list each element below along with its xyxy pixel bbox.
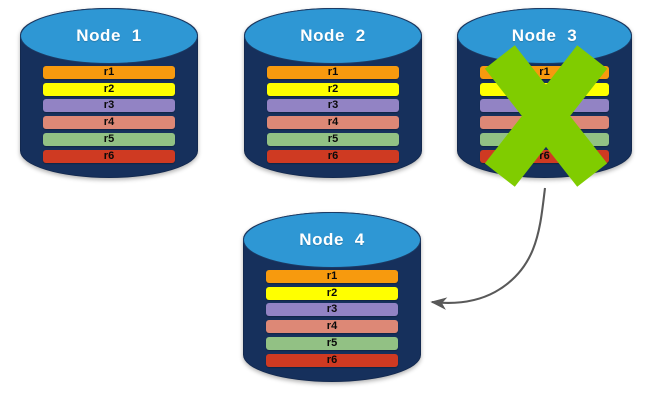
row-r5[interactable]: r5: [266, 336, 398, 350]
row-r3[interactable]: r3: [266, 303, 398, 317]
node-4[interactable]: Node 4 r1 r2 r3 r4 r5 r6: [243, 212, 421, 382]
row-r6[interactable]: r6: [479, 149, 610, 163]
node-2[interactable]: Node 2 r1 r2 r3 r4 r5 r6: [244, 8, 422, 178]
row-r4[interactable]: r4: [266, 320, 398, 334]
row-r6[interactable]: r6: [266, 353, 398, 367]
node-2-cylinder-top: [244, 8, 422, 65]
row-r6[interactable]: r6: [267, 149, 399, 163]
node-3[interactable]: Node 3 r1 r2 r3 r4 r5 r6: [457, 8, 632, 178]
row-r1[interactable]: r1: [267, 65, 399, 79]
row-r4[interactable]: r4: [479, 116, 610, 130]
row-r4[interactable]: r4: [43, 116, 175, 130]
row-r1[interactable]: r1: [479, 65, 610, 79]
row-r2[interactable]: r2: [267, 82, 399, 96]
node-4-cylinder-top: [243, 212, 421, 269]
node-3-cylinder-top: [457, 8, 632, 65]
node-4-rows: r1 r2 r3 r4 r5 r6: [266, 269, 398, 367]
row-r1[interactable]: r1: [43, 65, 175, 79]
row-r2[interactable]: r2: [479, 82, 610, 96]
row-r1[interactable]: r1: [266, 269, 398, 283]
row-r4[interactable]: r4: [267, 116, 399, 130]
row-r3[interactable]: r3: [267, 99, 399, 113]
node-3-rows: r1 r2 r3 r4 r5 r6: [479, 65, 610, 163]
node-1-rows: r1 r2 r3 r4 r5 r6: [43, 65, 175, 163]
node-1[interactable]: Node 1 r1 r2 r3 r4 r5 r6: [20, 8, 198, 178]
row-r6[interactable]: r6: [43, 149, 175, 163]
arrow-path: [430, 187, 547, 310]
row-r2[interactable]: r2: [266, 286, 398, 300]
node-2-rows: r1 r2 r3 r4 r5 r6: [267, 65, 399, 163]
node-1-cylinder-top: [20, 8, 198, 65]
row-r5[interactable]: r5: [479, 132, 610, 146]
row-r5[interactable]: r5: [267, 132, 399, 146]
row-r5[interactable]: r5: [43, 132, 175, 146]
row-r3[interactable]: r3: [479, 99, 610, 113]
row-r2[interactable]: r2: [43, 82, 175, 96]
row-r3[interactable]: r3: [43, 99, 175, 113]
